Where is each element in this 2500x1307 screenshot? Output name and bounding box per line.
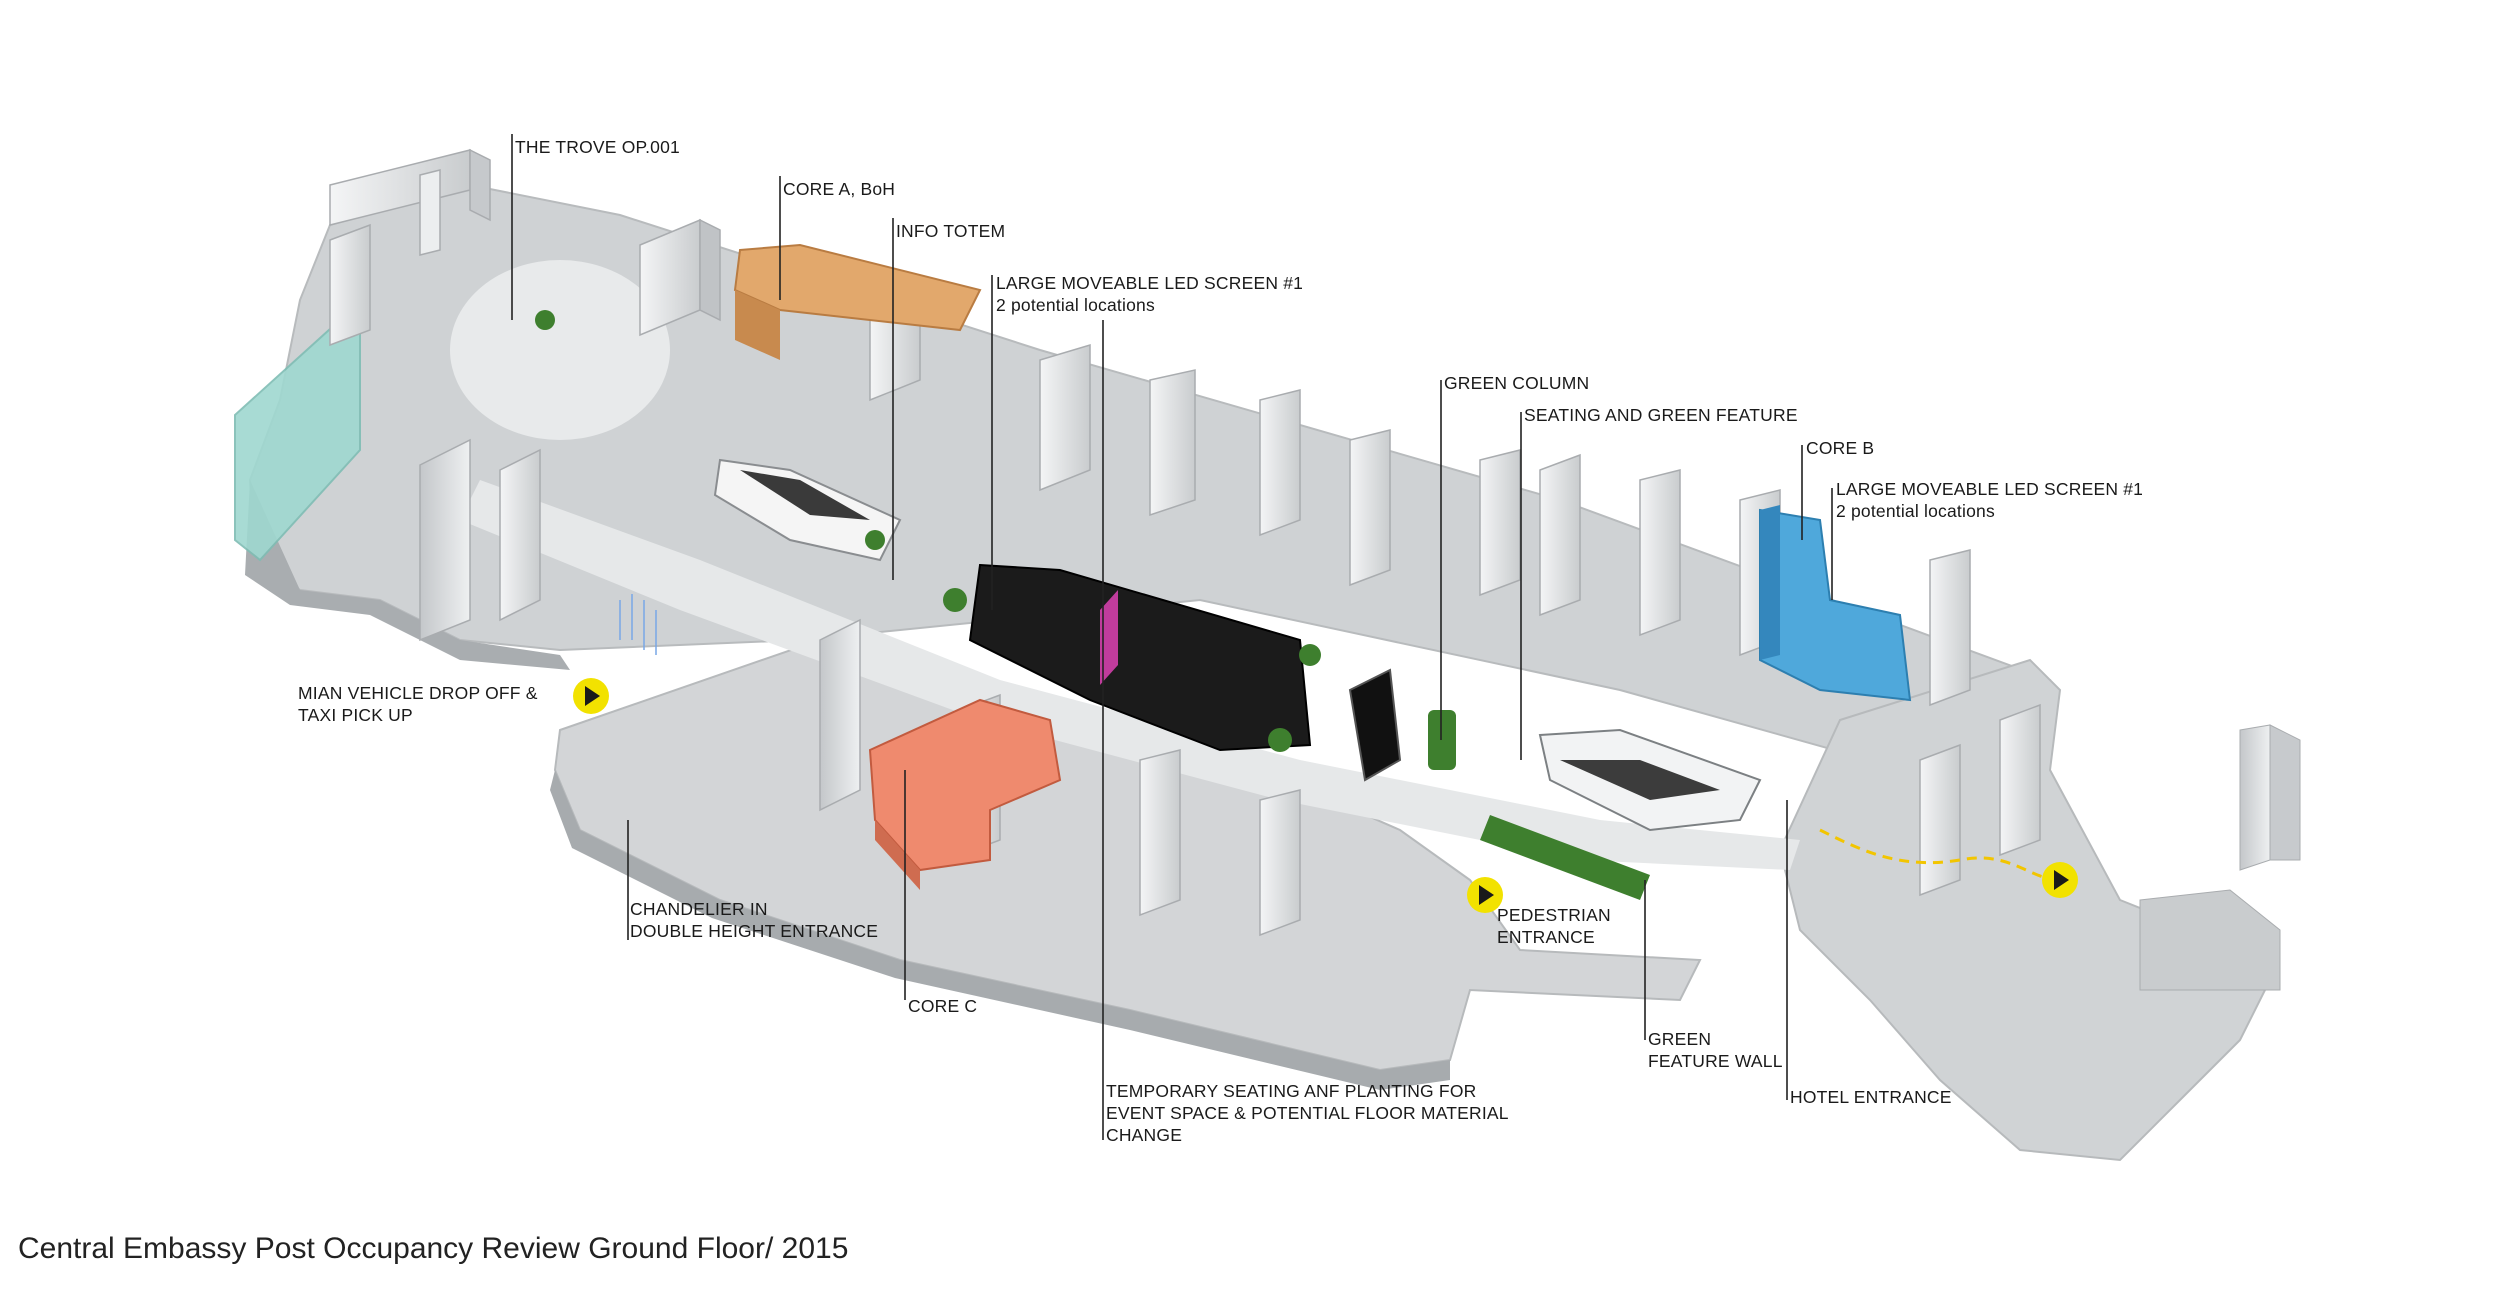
entrance-marker-vehicle bbox=[573, 678, 609, 714]
entrance-marker-pedestrian bbox=[1467, 877, 1503, 913]
east-annex bbox=[2139, 724, 2301, 991]
label-core-a: CORE A, BoH bbox=[783, 179, 896, 199]
label-green-column: GREEN COLUMN bbox=[1444, 373, 1590, 393]
core-c bbox=[868, 698, 1062, 890]
entrance-marker-hotel bbox=[2042, 862, 2078, 898]
led-screen-1 bbox=[1100, 590, 1118, 685]
escalator-void-right bbox=[1538, 728, 1762, 832]
page-title: Central Embassy Post Occupancy Review Gr… bbox=[18, 1232, 849, 1265]
label-vehicle-drop-off: MIAN VEHICLE DROP OFF &TAXI PICK UP bbox=[298, 683, 538, 725]
label-hotel-entrance: HOTEL ENTRANCE bbox=[1790, 1087, 1952, 1107]
label-info-totem: INFO TOTEM bbox=[896, 221, 1006, 241]
main-walkway bbox=[460, 480, 1800, 870]
core-a bbox=[733, 243, 982, 360]
leader-lines bbox=[511, 134, 1833, 1140]
label-core-c: CORE C bbox=[908, 996, 978, 1016]
led-screen-2 bbox=[1348, 668, 1402, 782]
hotel-entrance-path bbox=[1819, 828, 2061, 882]
entrance-markers bbox=[573, 678, 2078, 913]
green-column bbox=[1428, 710, 1456, 770]
event-space bbox=[968, 563, 1312, 752]
label-seating-green-feature: SEATING AND GREEN FEATURE bbox=[1524, 405, 1798, 425]
green-feature-wall bbox=[1480, 815, 1650, 900]
floor-slab-east bbox=[1778, 658, 2272, 1162]
label-the-trove: THE TROVE OP.001 bbox=[515, 137, 680, 157]
escalator-void-left bbox=[713, 458, 902, 562]
core-b bbox=[1759, 505, 1912, 702]
label-core-b: CORE B bbox=[1806, 438, 1875, 458]
chandelier-icon bbox=[619, 594, 657, 655]
planters bbox=[535, 310, 1321, 752]
trove-floor bbox=[450, 260, 670, 440]
